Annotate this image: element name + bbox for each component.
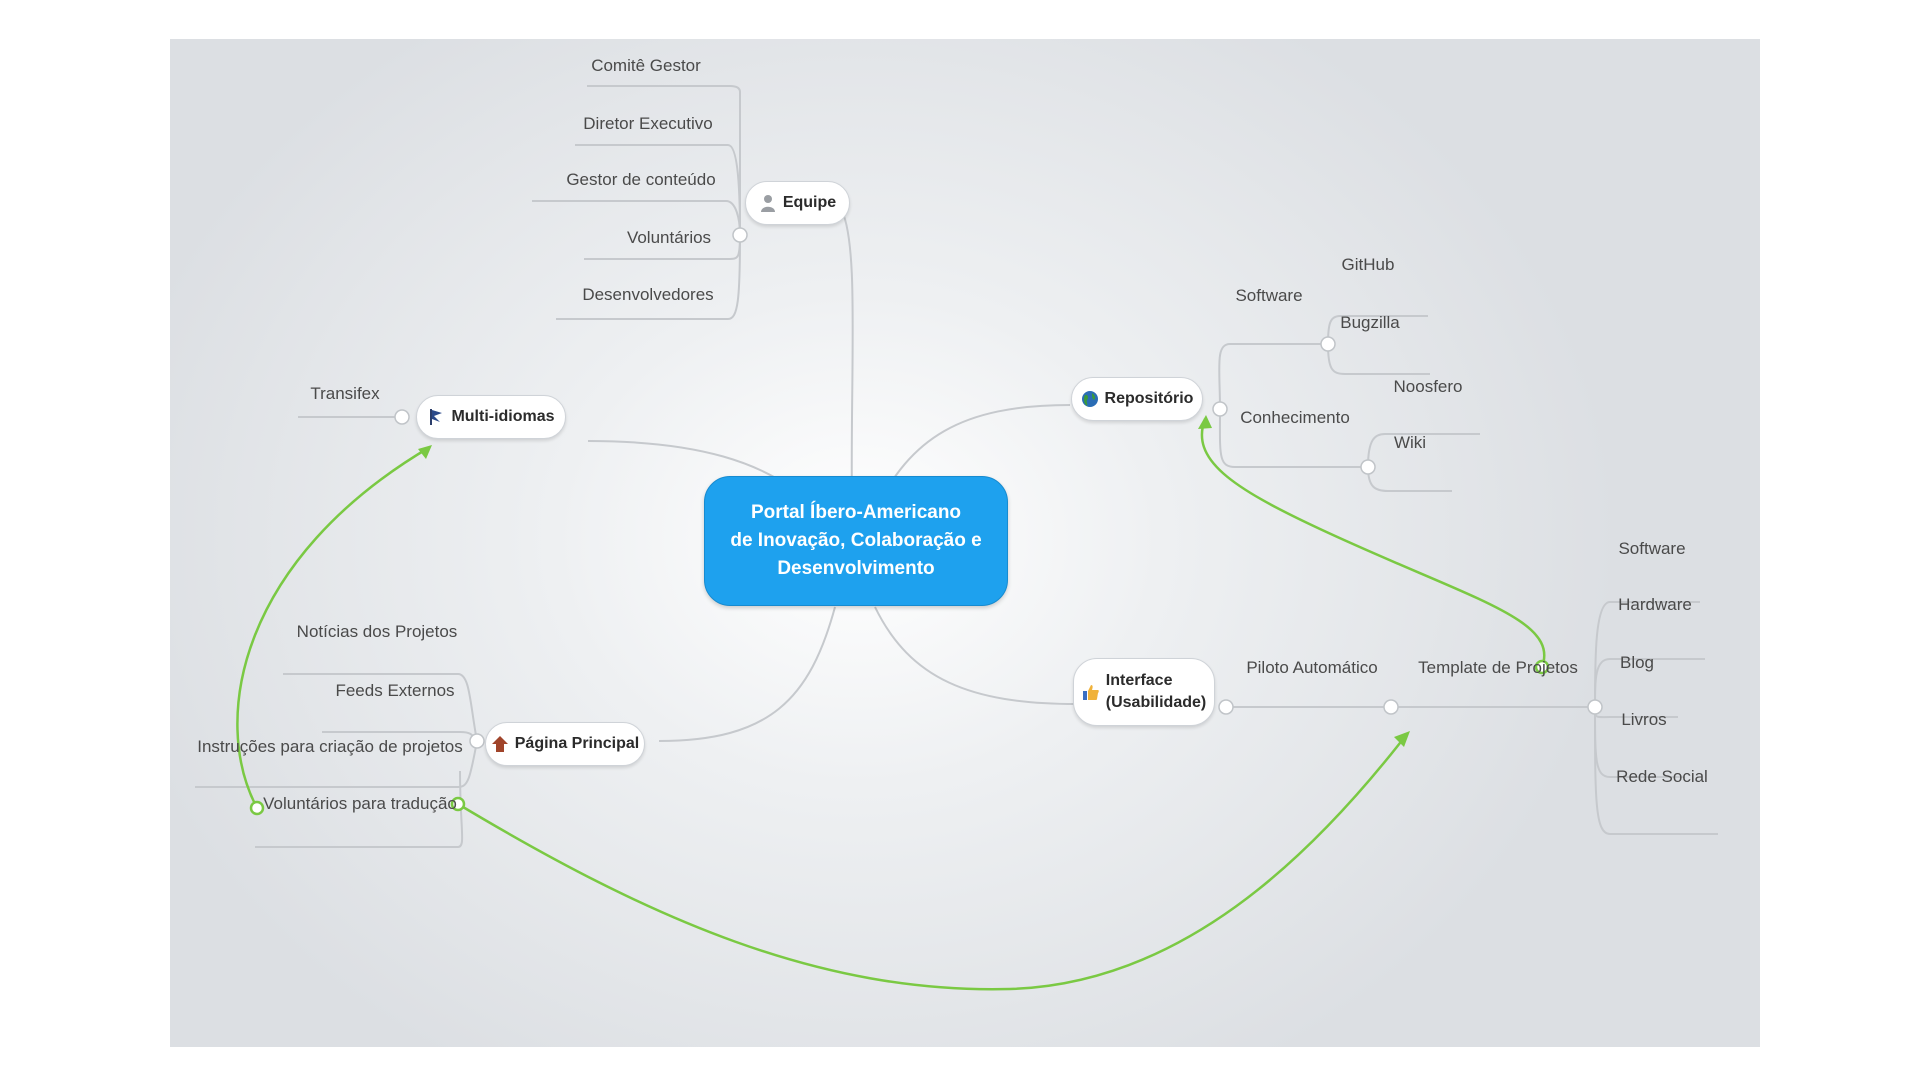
- equipe-child-3[interactable]: Gestor de conteúdo: [566, 170, 716, 189]
- topic-pagina-principal-label: Página Principal: [514, 735, 640, 752]
- pagina-principal-child-4[interactable]: Voluntários para tradução: [263, 794, 457, 813]
- topic-equipe-label: Equipe: [782, 194, 837, 211]
- house-icon: [491, 735, 509, 753]
- pagina-principal-child-1[interactable]: Notícias dos Projetos: [296, 622, 458, 641]
- template-child-3[interactable]: Blog: [1619, 653, 1655, 672]
- topic-interface-label-line-1: Interface: [1105, 672, 1173, 689]
- thumbs-up-icon: [1082, 683, 1100, 701]
- topic-interface-label: Interface (Usabilidade): [1106, 670, 1206, 714]
- topic-interface[interactable]: Interface (Usabilidade): [1073, 658, 1215, 726]
- repositorio-conhecimento[interactable]: Conhecimento: [1240, 408, 1350, 427]
- repositorio-conhecimento-child-2[interactable]: Wiki: [1393, 433, 1427, 452]
- connector-interface: [874, 606, 1077, 705]
- relationship-repositorio: [1200, 418, 1546, 668]
- connector-layer: [195, 85, 1718, 991]
- mind-map-canvas: Portal Íbero-Americano de Inovação, Cola…: [170, 39, 1760, 1047]
- globe-icon: [1081, 390, 1099, 408]
- central-topic-line-1: Portal Íbero-Americano: [750, 502, 962, 523]
- flag-icon: [427, 408, 445, 426]
- equipe-child-1[interactable]: Comitê Gestor: [591, 56, 701, 75]
- topic-multi-idiomas-label: Multi-idiomas: [451, 408, 555, 425]
- template-child-5[interactable]: Rede Social: [1616, 767, 1708, 786]
- relationship-template: [457, 733, 1408, 991]
- topic-repositorio[interactable]: Repositório: [1071, 377, 1203, 421]
- template-child-4[interactable]: Livros: [1621, 710, 1667, 729]
- topic-equipe[interactable]: Equipe: [745, 181, 850, 225]
- topic-multi-idiomas[interactable]: Multi-idiomas: [416, 395, 566, 439]
- topic-interface-label-line-2: (Usabilidade): [1105, 694, 1207, 711]
- repositorio-software[interactable]: Software: [1235, 286, 1303, 305]
- template-child-2[interactable]: Hardware: [1618, 595, 1692, 614]
- interface-piloto-automatico[interactable]: Piloto Automático: [1246, 658, 1378, 677]
- multi-idiomas-child-1[interactable]: Transifex: [310, 384, 380, 403]
- repositorio-software-child-1[interactable]: GitHub: [1341, 255, 1395, 274]
- topic-repositorio-label: Repositório: [1104, 390, 1194, 407]
- connector-equipe: [839, 206, 854, 510]
- equipe-child-5[interactable]: Desenvolvedores: [582, 285, 714, 304]
- equipe-child-4[interactable]: Voluntários: [626, 228, 712, 247]
- template-child-1[interactable]: Software: [1618, 539, 1686, 558]
- repositorio-conhecimento-child-1[interactable]: Noosfero: [1393, 377, 1463, 396]
- central-topic-line-3: Desenvolvimento: [777, 558, 935, 579]
- central-topic[interactable]: Portal Íbero-Americano de Inovação, Cola…: [704, 476, 1008, 606]
- equipe-child-2[interactable]: Diretor Executivo: [583, 114, 713, 133]
- pagina-principal-child-2[interactable]: Feeds Externos: [335, 681, 455, 700]
- topic-pagina-principal[interactable]: Página Principal: [485, 722, 645, 766]
- relationship-multi-idiomas: [236, 445, 431, 809]
- interface-template-de-projetos[interactable]: Template de Projetos: [1418, 658, 1578, 677]
- central-topic-line-2: de Inovação, Colaboração e: [730, 530, 982, 551]
- pagina-principal-child-3[interactable]: Instruções para criação de projetos: [197, 737, 463, 756]
- person-icon: [759, 194, 777, 212]
- repositorio-software-child-2[interactable]: Bugzilla: [1340, 313, 1400, 332]
- connector-pagina-principal: [658, 606, 836, 742]
